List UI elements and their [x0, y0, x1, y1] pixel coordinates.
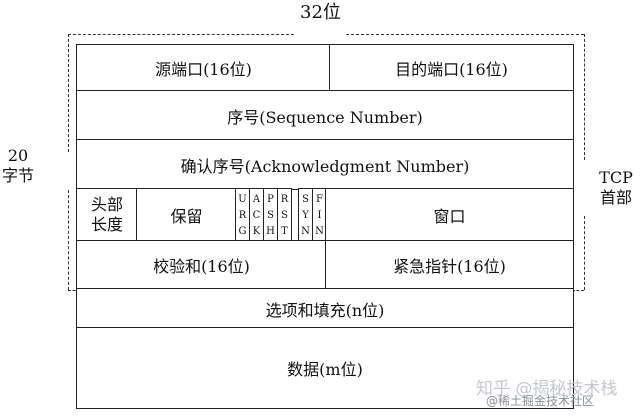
- destination-port-label: 目的端口(16位): [395, 60, 508, 79]
- checksum-field: 校验和(16位): [76, 240, 327, 290]
- watermark-juejin: @稀土掘金技术社区: [486, 394, 595, 408]
- brace-left-bottom: [68, 190, 69, 290]
- flag-ack-letter-3: K: [252, 225, 261, 237]
- data-label: 数据(m位): [287, 360, 363, 379]
- sequence-number-label: 序号(Sequence Number): [227, 107, 423, 127]
- left-size-line2: 字节: [1, 166, 34, 185]
- header-length-line1: 头部: [90, 195, 123, 214]
- options-field: 选项和填充(n位): [76, 288, 574, 329]
- brace-bottom-right: [572, 290, 584, 291]
- urgent-pointer-field: 紧急指针(16位): [325, 240, 574, 290]
- flag-psh-letter-2: S: [267, 209, 274, 221]
- flag-psh-letter-1: P: [267, 193, 274, 205]
- brace-right-top: [584, 34, 585, 160]
- flag-ack-letter-2: C: [252, 209, 261, 221]
- flag-rst-letter-1: R: [280, 193, 289, 205]
- flag-ack-letter-1: A: [252, 193, 261, 205]
- flag-rst-letter-3: T: [281, 225, 288, 237]
- window-field: 窗口: [325, 188, 574, 242]
- right-header-line1: TCP: [599, 168, 633, 187]
- source-port-field: 源端口(16位): [76, 44, 331, 92]
- right-header-label: TCP 首部: [596, 168, 636, 208]
- watermark-zhihu: 知乎 @揭秘技术栈: [476, 379, 618, 399]
- data-field: 数据(m位): [76, 327, 574, 409]
- flag-urg-letter-1: U: [238, 193, 247, 205]
- flag-syn-letter-2: Y: [302, 209, 309, 221]
- left-size-label: 20 字节: [0, 146, 36, 186]
- left-size-line1: 20: [7, 146, 29, 165]
- width-label: 32位: [300, 2, 341, 23]
- brace-top-left: [68, 34, 294, 35]
- brace-top-right: [346, 34, 584, 35]
- flag-psh-letter-3: H: [266, 225, 275, 237]
- sequence-number-field: 序号(Sequence Number): [76, 90, 574, 141]
- flag-rst: R S T: [277, 188, 292, 242]
- reserved-label: 保留: [170, 207, 203, 226]
- brace-bottom-left: [68, 290, 80, 291]
- right-header-line2: 首部: [599, 188, 632, 207]
- flag-syn-letter-1: S: [302, 193, 309, 205]
- flag-fin-letter-3: N: [315, 225, 324, 237]
- brace-left-top: [68, 34, 69, 152]
- flag-psh: P S H: [263, 188, 278, 242]
- flag-fin-letter-2: I: [317, 209, 322, 221]
- flag-fin-letter-1: F: [316, 193, 323, 205]
- flag-urg: U R G: [235, 188, 250, 242]
- brace-right-bottom: [584, 216, 585, 290]
- ack-number-field: 确认序号(Acknowledgment Number): [76, 139, 574, 190]
- urgent-pointer-label: 紧急指针(16位): [393, 257, 506, 276]
- flag-syn-letter-3: N: [301, 225, 310, 237]
- flag-rst-letter-2: S: [281, 209, 288, 221]
- checksum-label: 校验和(16位): [153, 257, 250, 276]
- header-length-line2: 长度: [90, 215, 123, 234]
- ack-number-label: 确认序号(Acknowledgment Number): [180, 156, 470, 176]
- flag-syn: S Y N: [298, 188, 313, 242]
- source-port-label: 源端口(16位): [155, 60, 252, 79]
- header-length-field: 头部 长度: [76, 188, 138, 242]
- window-label: 窗口: [433, 207, 466, 226]
- flag-fin: F I N: [312, 188, 327, 242]
- flag-urg-letter-2: R: [238, 209, 247, 221]
- options-label: 选项和填充(n位): [265, 300, 385, 320]
- flag-urg-letter-3: G: [238, 225, 247, 237]
- flag-ack: A C K: [249, 188, 264, 242]
- destination-port-field: 目的端口(16位): [329, 44, 574, 92]
- reserved-field: 保留: [136, 188, 237, 242]
